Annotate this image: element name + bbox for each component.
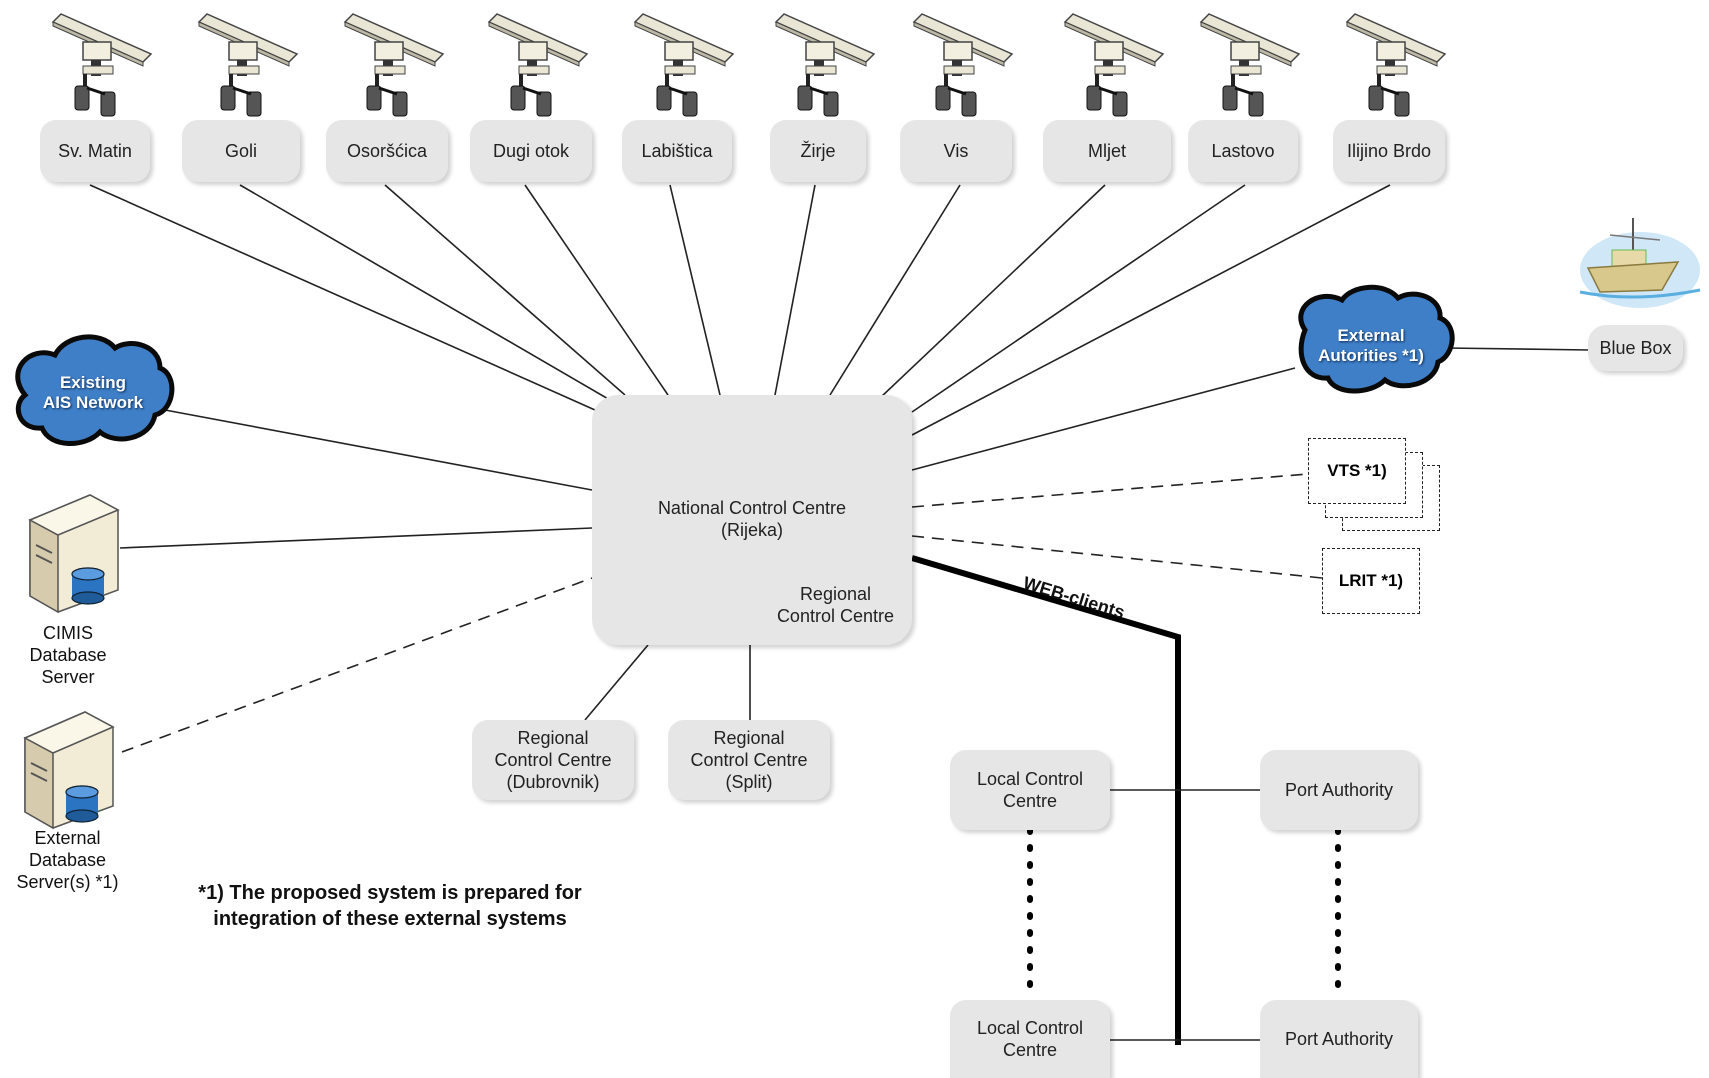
- radar-antenna-icon: [343, 13, 445, 117]
- radar-site-box: Mljet: [1043, 120, 1171, 182]
- radar-antenna-icon: [1063, 13, 1165, 117]
- radar-site-label: Žirje: [800, 141, 836, 161]
- radar-site-label: Mljet: [1087, 141, 1126, 161]
- link-ilijino-brdo: [911, 184, 1391, 436]
- radar-site-box: Žirje: [770, 120, 866, 182]
- radar-site-box: Lastovo: [1188, 120, 1298, 182]
- cimis-label: CIMIS Database Server: [29, 623, 107, 687]
- national-centre-subtitle: (Rijeka): [720, 520, 783, 540]
- radar-site-box: Ilijino Brdo: [1333, 120, 1445, 182]
- radar-site-label: Osoršćica: [346, 141, 427, 161]
- link-external-db: [121, 577, 593, 753]
- external-authorities-cloud-icon: [1298, 284, 1455, 394]
- link-labistica: [669, 184, 721, 396]
- link-vts: [911, 473, 1309, 508]
- radar-site-label: Vis: [943, 141, 969, 161]
- link-existing-ais: [164, 409, 593, 491]
- radar-site-label: Labištica: [641, 141, 713, 161]
- link-dugi-otok: [524, 184, 669, 396]
- vts-label: VTS *1): [1327, 461, 1387, 480]
- regional-centre-split: Regional Control Centre (Split): [668, 720, 830, 800]
- blue-box-label: Blue Box: [1599, 338, 1672, 358]
- radar-antenna-icon: [1345, 13, 1447, 117]
- radar-antenna-icon: [51, 13, 153, 117]
- radar-site-box: Goli: [182, 120, 300, 182]
- radar-site-label: Goli: [224, 141, 257, 161]
- external-db-label: External Database Server(s) *1): [16, 828, 119, 892]
- link-osorscica: [384, 184, 626, 396]
- link-lrit: [911, 535, 1323, 579]
- radar-site-box: Sv. Matin: [40, 120, 150, 182]
- radar-site-label: Ilijino Brdo: [1346, 141, 1432, 161]
- radar-antenna-icon: [487, 13, 589, 117]
- radar-site-box: Labištica: [622, 120, 732, 182]
- national-regional-label: Regional Control Centre: [776, 584, 894, 626]
- regional-centre-split-label: Regional Control Centre (Split): [690, 728, 808, 792]
- local-control-centre-2: Local Control Centre: [950, 1000, 1110, 1078]
- footnote: *1) The proposed system is prepared for …: [198, 882, 582, 930]
- local-control-centre-1: Local Control Centre: [950, 750, 1110, 830]
- local-control-centre-2-label: Local Control Centre: [976, 1018, 1084, 1060]
- cimis-server-icon: [28, 494, 120, 614]
- link-mljet: [879, 184, 1106, 399]
- web-clients-link: [911, 555, 1181, 1045]
- regional-centre-dubrovnik-label: Regional Control Centre (Dubrovnik): [494, 728, 612, 792]
- existing-ais-cloud-icon: [15, 334, 175, 446]
- link-vis: [829, 184, 961, 396]
- national-control-centre: National Control Centre (Rijeka) Regiona…: [592, 395, 912, 645]
- radar-antenna-icon: [912, 13, 1014, 117]
- link-zirje: [774, 184, 816, 396]
- external-db-server-icon: [23, 711, 115, 830]
- radar-site-label: Lastovo: [1211, 141, 1275, 161]
- existing-ais-label: Existing AIS Network: [42, 373, 144, 412]
- link-sv-matin: [89, 184, 596, 411]
- national-centre-title: National Control Centre: [657, 498, 847, 518]
- ship-icon: [1579, 218, 1701, 308]
- radar-antenna-icon: [774, 13, 876, 117]
- blue-box: Blue Box: [1588, 325, 1683, 371]
- link-lastovo: [911, 184, 1246, 413]
- external-authorities-label: External Autorities *1): [1318, 326, 1424, 365]
- radar-site-label: Dugi otok: [492, 141, 570, 161]
- radar-site-box: Vis: [900, 120, 1012, 182]
- radar-site-box: Osoršćica: [326, 120, 448, 182]
- link-external-authorities: [911, 367, 1296, 471]
- port-authority-2: Port Authority: [1260, 1000, 1418, 1078]
- radar-site-box: Dugi otok: [470, 120, 592, 182]
- radar-site-label: Sv. Matin: [58, 141, 132, 161]
- lrit-box: LRIT *1): [1322, 548, 1420, 614]
- radar-antenna-icon: [633, 13, 735, 117]
- local-control-centre-1-label: Local Control Centre: [976, 769, 1084, 811]
- lrit-label: LRIT *1): [1338, 571, 1404, 590]
- link-cimis: [119, 527, 593, 549]
- port-authority-1: Port Authority: [1260, 750, 1418, 830]
- port-authority-2-label: Port Authority: [1284, 1029, 1394, 1049]
- link-dubrovnik: [584, 644, 649, 721]
- link-blue-box: [1444, 347, 1591, 351]
- regional-centre-dubrovnik: Regional Control Centre (Dubrovnik): [472, 720, 634, 800]
- radar-antenna-icon: [1199, 13, 1301, 117]
- vts-box: VTS *1): [1308, 438, 1406, 504]
- radar-antenna-icon: [197, 13, 299, 117]
- port-authority-1-label: Port Authority: [1284, 780, 1394, 800]
- link-goli: [239, 184, 611, 401]
